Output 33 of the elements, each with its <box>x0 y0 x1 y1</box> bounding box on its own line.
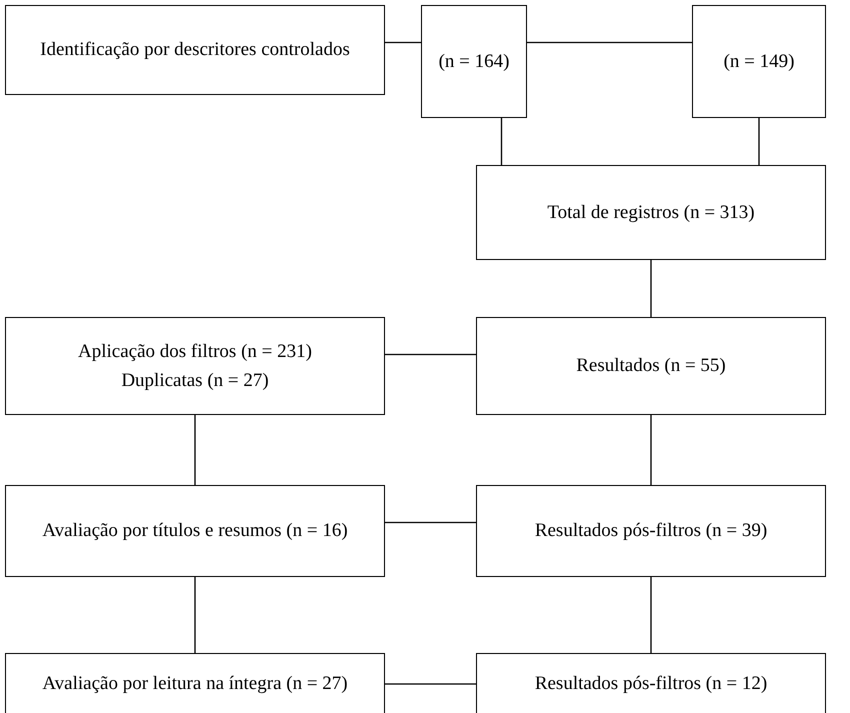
process-box <box>692 5 826 118</box>
box-text: Identificação por descritores controlados <box>40 38 350 62</box>
connector-line <box>385 42 421 44</box>
connector-line <box>385 522 476 524</box>
box-text: Resultados pós-filtros (n = 39) <box>534 519 768 544</box>
process-box <box>5 485 385 577</box>
connector-line <box>385 683 476 685</box>
process-box <box>476 165 826 260</box>
process-box <box>5 5 385 95</box>
connector-line <box>650 260 652 317</box>
connector-line <box>194 577 196 653</box>
process-box <box>5 317 385 415</box>
connector-line <box>385 354 476 356</box>
connector-line <box>527 42 692 44</box>
process-box <box>5 653 385 713</box>
connector-line <box>650 577 652 653</box>
box-text: Avaliação por leitura na íntegra (n = 27) <box>42 672 348 696</box>
process-box <box>421 5 527 118</box>
process-box <box>476 485 826 577</box>
process-box <box>476 653 826 713</box>
connector-line <box>194 415 196 485</box>
box-text: Aplicação dos filtros (n = 231) <box>78 340 312 364</box>
box-text: Resultados pós-filtros (n = 12) <box>534 672 768 696</box>
box-text: Avaliação por títulos e resumos (n = 16) <box>42 519 348 544</box>
box-text: (n = 164) <box>438 50 510 74</box>
box-text: Resultados (n = 55) <box>576 354 726 378</box>
box-text: (n = 149) <box>724 50 794 74</box>
box-text: Duplicatas (n = 27) <box>121 369 269 393</box>
connector-line <box>650 415 652 485</box>
process-box <box>476 317 826 415</box>
connector-line <box>500 118 502 165</box>
connector-line <box>758 118 760 165</box>
box-text: Total de registros (n = 313) <box>547 200 755 225</box>
